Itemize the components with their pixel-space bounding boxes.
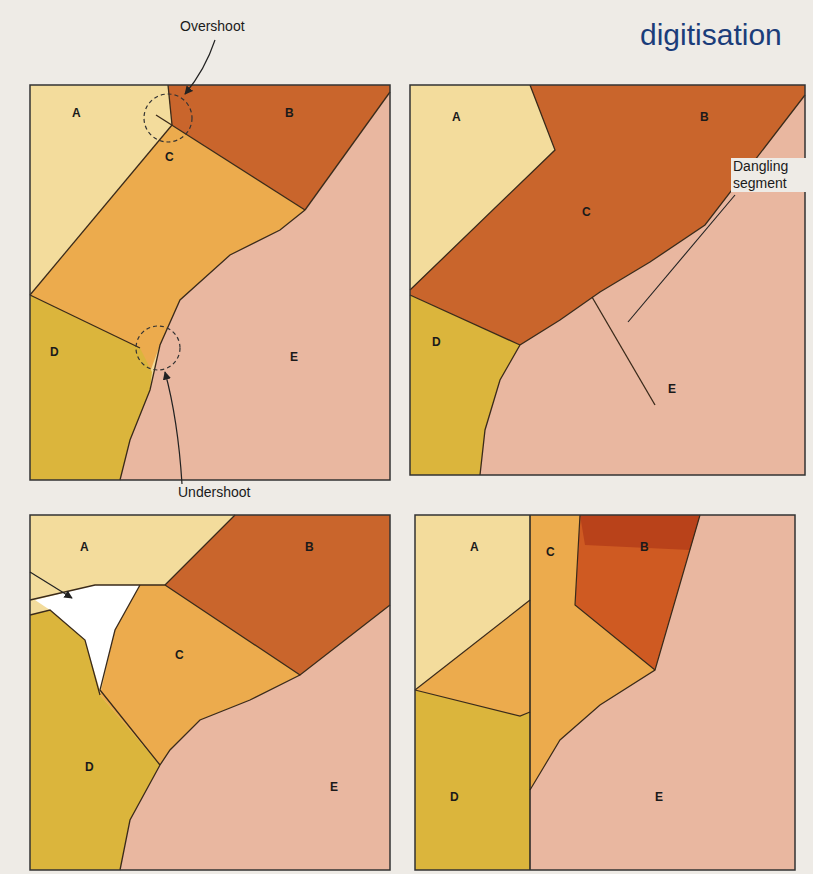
callout-label: Undershoot [176, 484, 252, 500]
region-letter: E [655, 790, 663, 804]
region-letter: B [285, 106, 294, 120]
region-letter: B [305, 540, 314, 554]
region-letter: A [452, 110, 461, 124]
region-letter: C [582, 205, 591, 219]
region-letter: B [700, 110, 709, 124]
region-letter: E [330, 780, 338, 794]
region-letter: A [72, 106, 81, 120]
page-title: digitisation [640, 18, 782, 52]
region-letter: E [290, 350, 298, 364]
region-letter: C [175, 648, 184, 662]
callout-label: Overshoot [178, 18, 247, 34]
region-letter: A [80, 540, 89, 554]
region-letter: B [640, 540, 649, 554]
panel-dangling [410, 85, 805, 475]
region-letter: A [470, 540, 479, 554]
panel-misregistration [415, 515, 795, 870]
panel-overshoot-undershoot [30, 40, 390, 484]
region-letter: E [668, 382, 676, 396]
callout-label: Dangling segment [731, 158, 809, 192]
panel-sliver [30, 515, 390, 870]
region-letter: C [546, 545, 555, 559]
region-letter: D [50, 345, 59, 359]
region-letter: D [85, 760, 94, 774]
region-letter: D [432, 335, 441, 349]
region-letter: D [450, 790, 459, 804]
region-letter: C [165, 150, 174, 164]
